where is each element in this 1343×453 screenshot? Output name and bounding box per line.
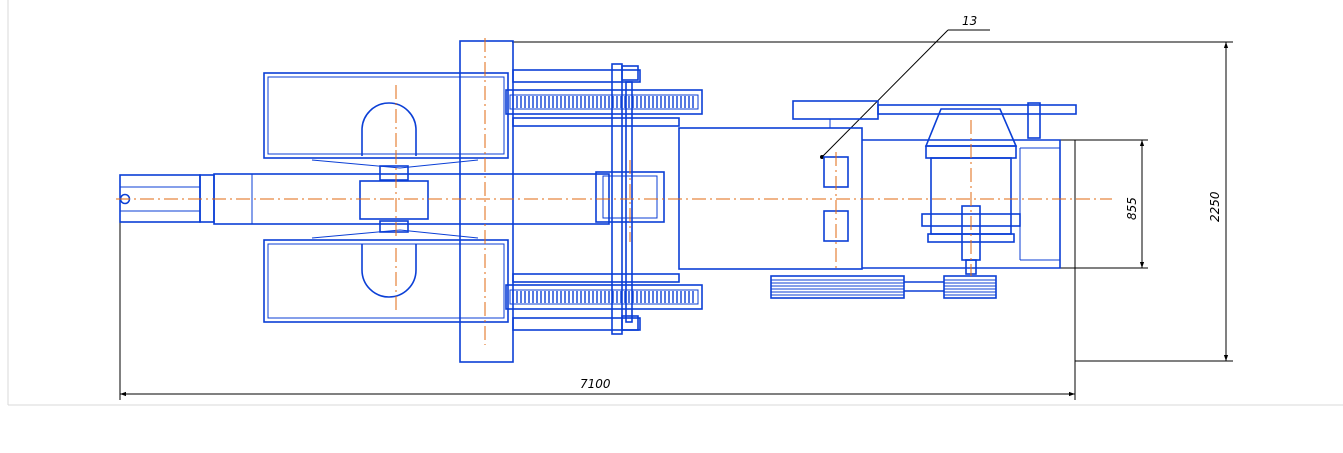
lower-tank bbox=[263, 229, 509, 323]
upper-gear-rack bbox=[505, 89, 703, 115]
upper-tank bbox=[263, 72, 509, 169]
top-rail bbox=[792, 100, 1077, 139]
dim-total-width-label: 2250 bbox=[1208, 191, 1222, 222]
dimension-lines bbox=[119, 29, 1233, 400]
callout-leader bbox=[821, 29, 949, 158]
hub-block bbox=[359, 180, 429, 220]
front-housing bbox=[862, 139, 1061, 269]
callout-label: 13 bbox=[962, 14, 977, 28]
callout-dot bbox=[820, 155, 824, 159]
drive-shafts bbox=[611, 63, 639, 335]
drawing-frame bbox=[7, 0, 1343, 406]
crossbars bbox=[512, 69, 680, 331]
machine-outline bbox=[119, 40, 1077, 363]
centerlines bbox=[116, 38, 1112, 345]
bottom-belt bbox=[770, 275, 997, 299]
dim-total-length-label: 7100 bbox=[580, 377, 611, 391]
axle-frame bbox=[459, 40, 514, 363]
dim-inner-width-label: 855 bbox=[1125, 197, 1139, 220]
lower-gear-rack bbox=[505, 284, 703, 310]
